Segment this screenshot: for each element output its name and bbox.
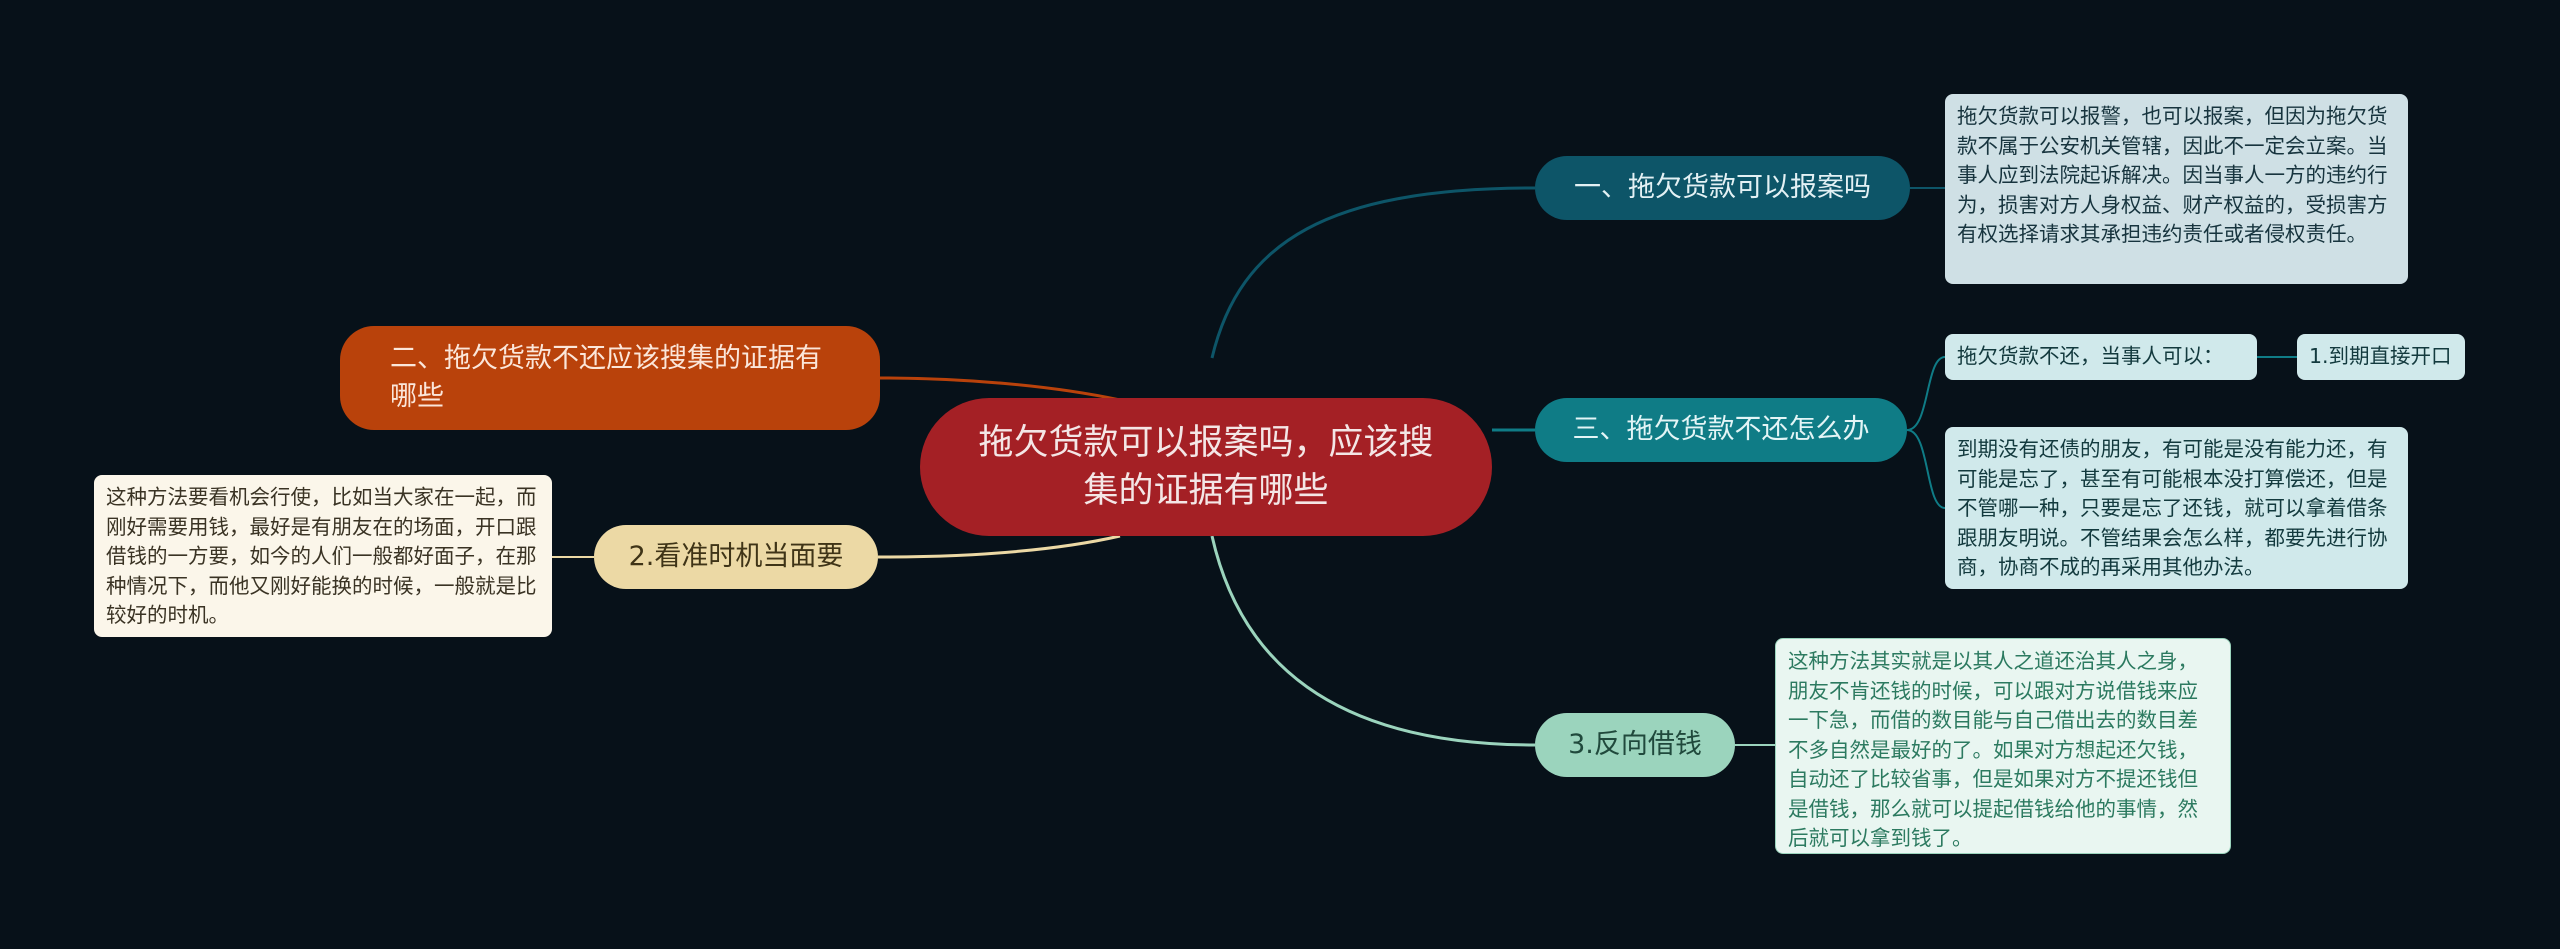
- note-reverse-borrowing[interactable]: 这种方法其实就是以其人之道还治其人之身，朋友不肯还钱的时候，可以跟对方说借钱来应…: [1775, 638, 2231, 854]
- link-b3-n2: [1906, 356, 1946, 431]
- note-text: 这种方法其实就是以其人之道还治其人之身，朋友不肯还钱的时候，可以跟对方说借钱来应…: [1788, 649, 2198, 850]
- note-report-explanation[interactable]: 拖欠货款可以报警，也可以报案，但因为拖欠货款不属于公安机关管辖，因此不一定会立案…: [1945, 94, 2408, 284]
- branch-can-report-to-police[interactable]: 一、拖欠货款可以报案吗: [1535, 156, 1910, 220]
- branch-label: 三、拖欠货款不还怎么办: [1572, 414, 1870, 445]
- branch-label: 2.看准时机当面要: [628, 541, 844, 572]
- note-text: 拖欠货款不还，当事人可以：: [1957, 344, 2224, 368]
- note-overdue-friends[interactable]: 到期没有还债的朋友，有可能是没有能力还，有可能是忘了，甚至有可能根本没打算偿还，…: [1945, 427, 2408, 589]
- branch-label: 3.反向借钱: [1568, 729, 1702, 760]
- branch-reverse-borrowing[interactable]: 3.反向借钱: [1535, 713, 1735, 777]
- branch-ask-at-right-time[interactable]: 2.看准时机当面要: [594, 525, 878, 589]
- note-text: 这种方法要看机会行使，比如当大家在一起，而刚好需要用钱，最好是有朋友在的场面，开…: [106, 485, 537, 627]
- note-party-can[interactable]: 拖欠货款不还，当事人可以：: [1945, 334, 2257, 380]
- note-text: 到期没有还债的朋友，有可能是没有能力还，有可能是忘了，甚至有可能根本没打算偿还，…: [1957, 437, 2388, 579]
- link-b3-n4: [1906, 429, 1946, 509]
- branch-label: 二、拖欠货款不还应该搜集的证据有哪些: [390, 343, 822, 412]
- note-ask-directly[interactable]: 1.到期直接开口: [2297, 334, 2465, 380]
- central-topic[interactable]: 拖欠货款可以报案吗，应该搜集的证据有哪些: [920, 398, 1492, 536]
- branch-evidence-to-collect[interactable]: 二、拖欠货款不还应该搜集的证据有哪些: [340, 326, 880, 430]
- branch-what-to-do[interactable]: 三、拖欠货款不还怎么办: [1535, 398, 1907, 462]
- note-text: 1.到期直接开口: [2309, 344, 2452, 368]
- central-topic-label: 拖欠货款可以报案吗，应该搜集的证据有哪些: [978, 423, 1434, 511]
- link-center-b1: [1210, 186, 1536, 359]
- link-center-b4: [877, 534, 1121, 559]
- branch-label: 一、拖欠货款可以报案吗: [1574, 172, 1871, 203]
- note-timing[interactable]: 这种方法要看机会行使，比如当大家在一起，而刚好需要用钱，最好是有朋友在的场面，开…: [94, 475, 552, 637]
- link-center-b2: [879, 376, 1121, 402]
- link-center-b5: [1210, 535, 1536, 747]
- note-text: 拖欠货款可以报警，也可以报案，但因为拖欠货款不属于公安机关管辖，因此不一定会立案…: [1957, 104, 2388, 246]
